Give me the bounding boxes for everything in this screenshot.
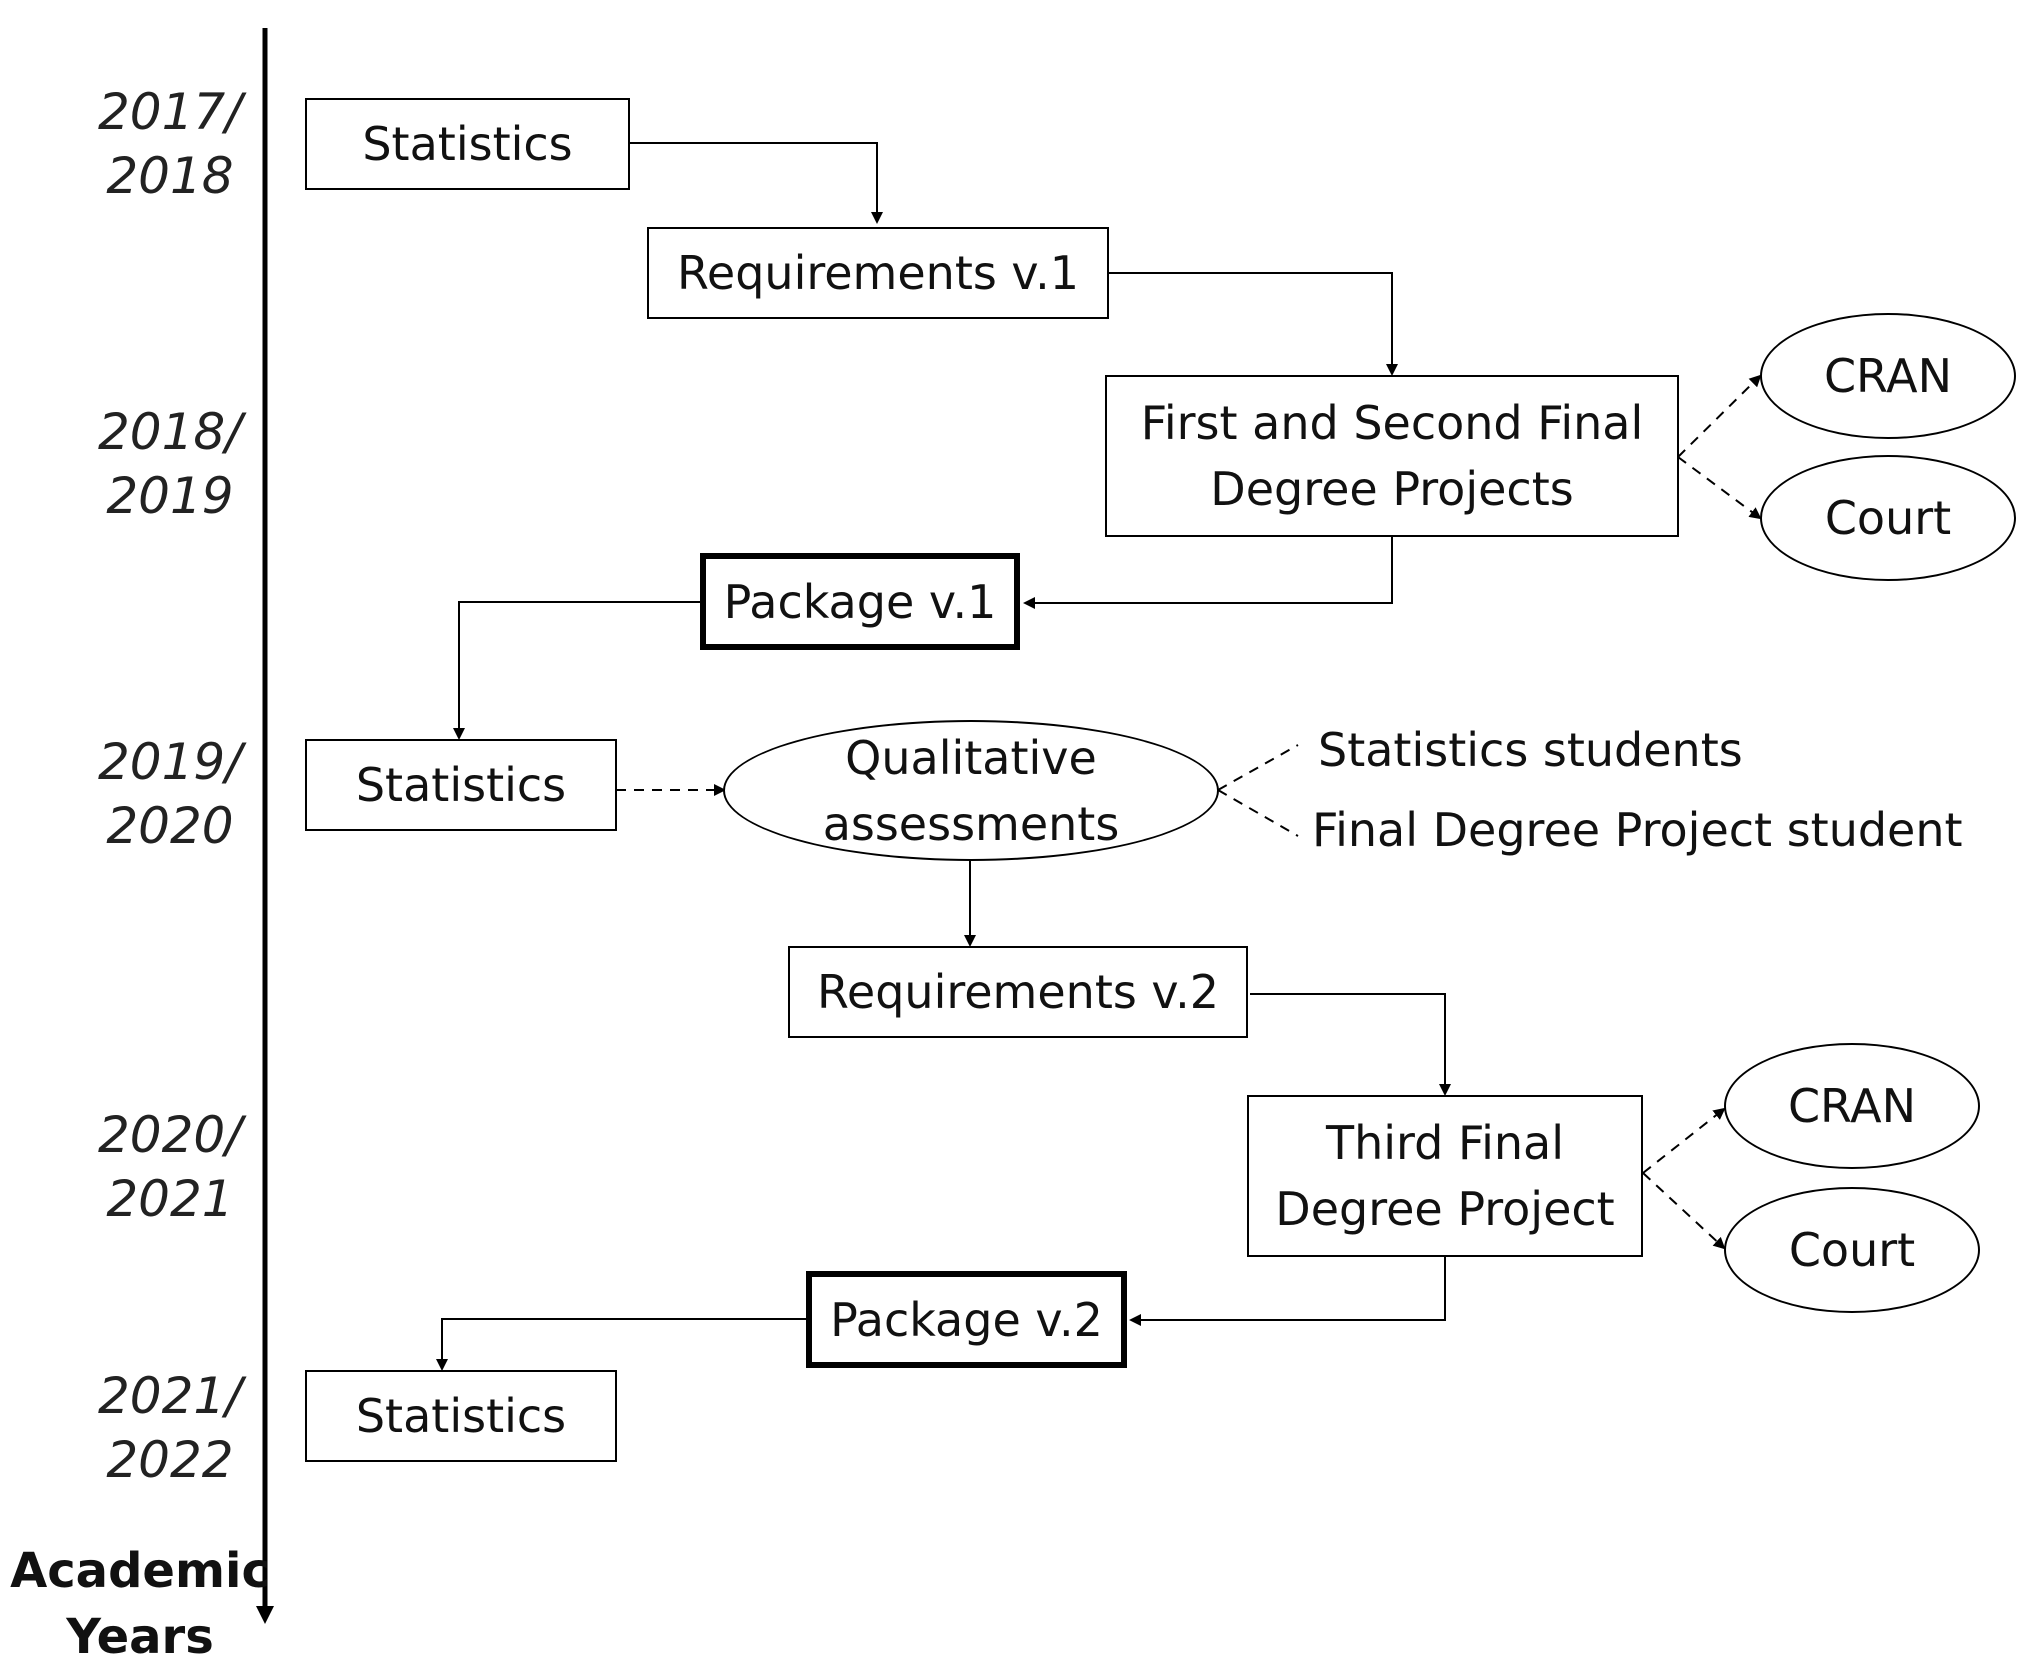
connector-projects-2-to-package-2 [1129,1257,1446,1326]
year-label-line2: 2019 [106,467,234,525]
node-package-2: Package v.2 [806,1271,1127,1368]
node-label-line2: Degree Project [1275,1182,1615,1236]
node-label: Statistics [355,758,567,812]
node-court-1: Court [1760,455,2016,581]
node-label: Court [1788,1223,1916,1277]
year-label-2019-2020: 2019/ 2020 [60,730,280,858]
connector-requirements-1-to-projects-1 [1108,272,1398,376]
node-projects-1: First and Second Final Degree Projects [1105,375,1679,537]
timeline-axis-arrowhead [256,1606,274,1624]
node-projects-2: Third Final Degree Project [1247,1095,1643,1257]
node-label: Package v.2 [830,1292,1103,1347]
node-requirements-1: Requirements v.1 [647,227,1109,319]
connector-qualitative-to-fdp-student [1217,789,1299,837]
node-label: Statistics [355,1389,567,1443]
connector-statistics-to-requirements-1 [629,142,883,224]
note-label: Statistics students [1318,723,1743,777]
year-label-line1: 2020/ [97,1106,243,1164]
year-label-line1: 2017/ [97,83,243,141]
node-cran-1: CRAN [1760,313,2016,439]
axis-label-line1: Academic [10,1543,270,1599]
year-label-line1: 2018/ [97,403,243,461]
connector-projects-1-to-package-1 [1023,536,1393,609]
connector-projects-2-to-cran-2 [1642,1107,1726,1174]
year-label-2021-2022: 2021/ 2022 [60,1364,280,1492]
year-label-line2: 2021 [106,1170,234,1228]
year-label-line2: 2022 [106,1431,234,1489]
year-label-line2: 2018 [106,147,234,205]
node-label-line1: Third Final [1326,1116,1564,1170]
connector-requirements-2-to-projects-2 [1250,993,1451,1096]
node-label: Court [1824,491,1952,545]
node-label: Requirements v.2 [817,965,1219,1019]
node-label-line2: Degree Projects [1210,462,1574,516]
year-label-2018-2019: 2018/ 2019 [60,400,280,528]
year-label-2017-2018: 2017/ 2018 [60,80,280,208]
note-label: Final Degree Project student [1312,803,1963,857]
node-label-line1: Qualitative [845,730,1097,785]
node-label-line2: assessments [822,796,1120,851]
node-cran-2: CRAN [1724,1043,1980,1169]
node-label: Package v.1 [723,574,997,629]
connector-package-1-to-statistics-2 [453,601,702,740]
axis-label-academic-years: Academic Years [10,1538,270,1670]
node-label: CRAN [1823,349,1953,403]
year-label-line2: 2020 [106,797,234,855]
node-statistics-2: Statistics [305,739,617,831]
node-qualitative-assessments: Qualitative assessments [723,720,1219,861]
year-label-2020-2021: 2020/ 2021 [60,1103,280,1231]
connector-package-2-to-statistics-3 [436,1318,809,1371]
node-label: Statistics [362,117,573,171]
node-statistics-1: Statistics [305,98,630,190]
connector-projects-1-to-cran-1 [1677,374,1762,458]
note-statistics-students: Statistics students [1318,720,1743,780]
axis-label-line2: Years [66,1609,214,1665]
node-label-line1: First and Second Final [1140,396,1644,450]
node-requirements-2: Requirements v.2 [788,946,1248,1038]
connector-qualitative-to-statistics-students [1217,744,1299,791]
connector-projects-1-to-court-1 [1677,456,1762,520]
node-label: CRAN [1787,1079,1917,1133]
year-label-line1: 2021/ [97,1367,243,1425]
node-statistics-3: Statistics [305,1370,617,1462]
year-label-line1: 2019/ [97,733,243,791]
connector-projects-2-to-court-2 [1642,1172,1726,1250]
note-fdp-student: Final Degree Project student [1312,800,1963,860]
node-court-2: Court [1724,1187,1980,1313]
node-label: Requirements v.1 [677,246,1079,300]
node-package-1: Package v.1 [700,553,1020,650]
